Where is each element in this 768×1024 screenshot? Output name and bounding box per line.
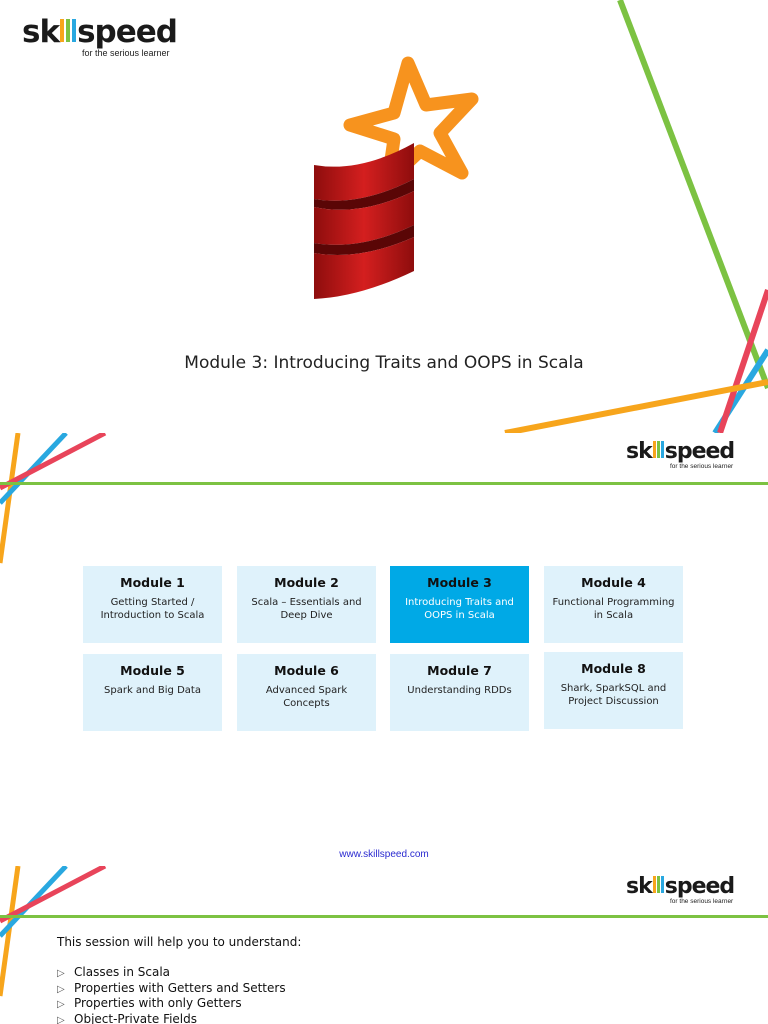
module-card-title: Module 6 [274, 663, 339, 678]
header-divider [0, 915, 768, 918]
triangle-bullet-icon: ▷ [57, 968, 65, 979]
module-card-desc: Getting Started / Introduction to Scala [100, 597, 205, 621]
triangle-bullet-icon: ▷ [57, 999, 65, 1010]
module-card-title: Module 2 [274, 575, 339, 590]
module-card-4[interactable]: Module 4 Functional Programming in Scala [544, 566, 683, 643]
module-card-desc: Understanding RDDs [407, 685, 512, 696]
logo-tagline: for the serious learner [670, 463, 734, 470]
list-item-text: Object-Private Fields [74, 1011, 198, 1024]
module-card-5[interactable]: Module 5 Spark and Big Data [83, 654, 222, 731]
module-card-8[interactable]: Module 8 Shark, SparkSQL and Project Dis… [544, 652, 683, 729]
logo-bars [652, 439, 664, 464]
module-card-6[interactable]: Module 6 Advanced Spark Concepts [237, 654, 376, 731]
module-card-desc: Functional Programming in Scala [552, 597, 675, 621]
decorative-stripes [0, 866, 107, 997]
module-card-title: Module 5 [120, 663, 185, 678]
logo-tagline: for the serious learner [82, 48, 170, 58]
module-card-title: Module 1 [120, 575, 185, 590]
scala-logo-with-star-icon [314, 56, 479, 299]
module-card-3[interactable]: Module 3 Introducing Traits and OOPS in … [390, 566, 529, 643]
logo-text-prefix: sk [22, 14, 60, 50]
list-item-text: Properties with Getters and Setters [74, 980, 286, 995]
logo-bars [60, 14, 77, 50]
module-card-title: Module 4 [581, 575, 646, 590]
module-card-title: Module 7 [427, 663, 492, 678]
module-card-title: Module 3 [427, 575, 492, 590]
session-intro: This session will help you to understand… [57, 935, 302, 949]
header-divider [0, 482, 768, 485]
logo-text-suffix: speed [77, 14, 178, 50]
triangle-bullet-icon: ▷ [57, 1014, 65, 1024]
list-item-text: Properties with only Getters [74, 996, 242, 1010]
logo-tagline: for the serious learner [670, 898, 734, 905]
logo-text-suffix: speed [664, 439, 735, 464]
list-item: ▷ Object-Private Fields [57, 1012, 286, 1024]
module-card-title: Module 8 [581, 661, 646, 676]
module-title: Module 3: Introducing Traits and OOPS in… [184, 353, 584, 373]
list-item: ▷ Properties with only Getters [57, 996, 286, 1012]
module-card-desc: Introducing Traits and OOPS in Scala [405, 597, 514, 621]
module-card-2[interactable]: Module 2 Scala – Essentials and Deep Div… [237, 566, 376, 643]
triangle-bullet-icon: ▷ [57, 983, 65, 995]
module-card-desc: Spark and Big Data [104, 685, 201, 696]
logo-text-prefix: sk [626, 439, 653, 464]
module-card-desc: Advanced Spark Concepts [265, 685, 348, 709]
website-link[interactable]: www.skillspeed.com [339, 849, 429, 860]
module-card-1[interactable]: Module 1 Getting Started / Introduction … [83, 566, 222, 643]
list-item: ▷ Classes in Scala [57, 965, 286, 981]
decorative-stripes [0, 433, 107, 564]
logo-bars [652, 874, 664, 899]
logo-text-suffix: speed [664, 874, 735, 899]
list-item: ▷ Properties with Getters and Setters [57, 981, 286, 997]
objectives-list: ▷ Classes in Scala ▷ Properties with Gette… [57, 965, 286, 1024]
module-card-7[interactable]: Module 7 Understanding RDDs [390, 654, 529, 731]
logo-text-prefix: sk [626, 874, 653, 899]
list-item-text: Classes in Scala [74, 965, 171, 979]
module-card-desc: Scala – Essentials and Deep Dive [251, 597, 362, 621]
module-card-desc: Shark, SparkSQL and Project Discussion [560, 683, 667, 707]
decorative-stripes [504, 0, 768, 433]
